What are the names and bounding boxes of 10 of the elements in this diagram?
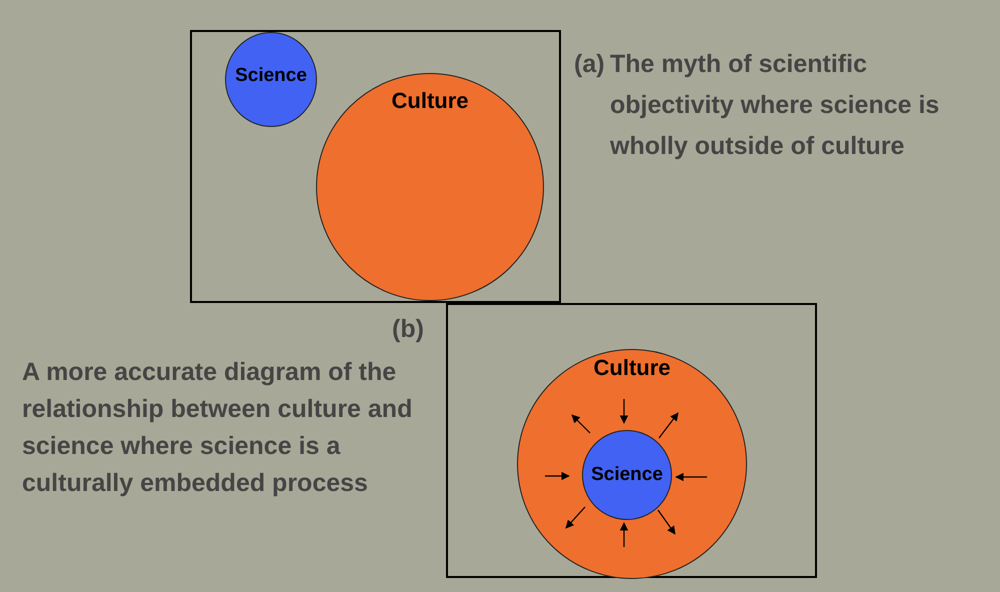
circle-label: Science bbox=[234, 65, 308, 87]
caption-text: A more accurate diagram of the relationship between culture and science where science is a culturally embedded process bbox=[22, 357, 414, 499]
panel-frame bbox=[190, 30, 561, 303]
panel-letter: (b) bbox=[392, 314, 425, 345]
panel-frame bbox=[446, 303, 817, 578]
circle-label: Culture bbox=[592, 355, 672, 381]
panel-letter: (a) bbox=[574, 49, 606, 80]
caption-text: The myth of scientific objectivity where science is wholly outside of culture bbox=[610, 49, 940, 162]
circle-label: Culture bbox=[390, 88, 470, 114]
circle-label: Science bbox=[590, 464, 664, 486]
